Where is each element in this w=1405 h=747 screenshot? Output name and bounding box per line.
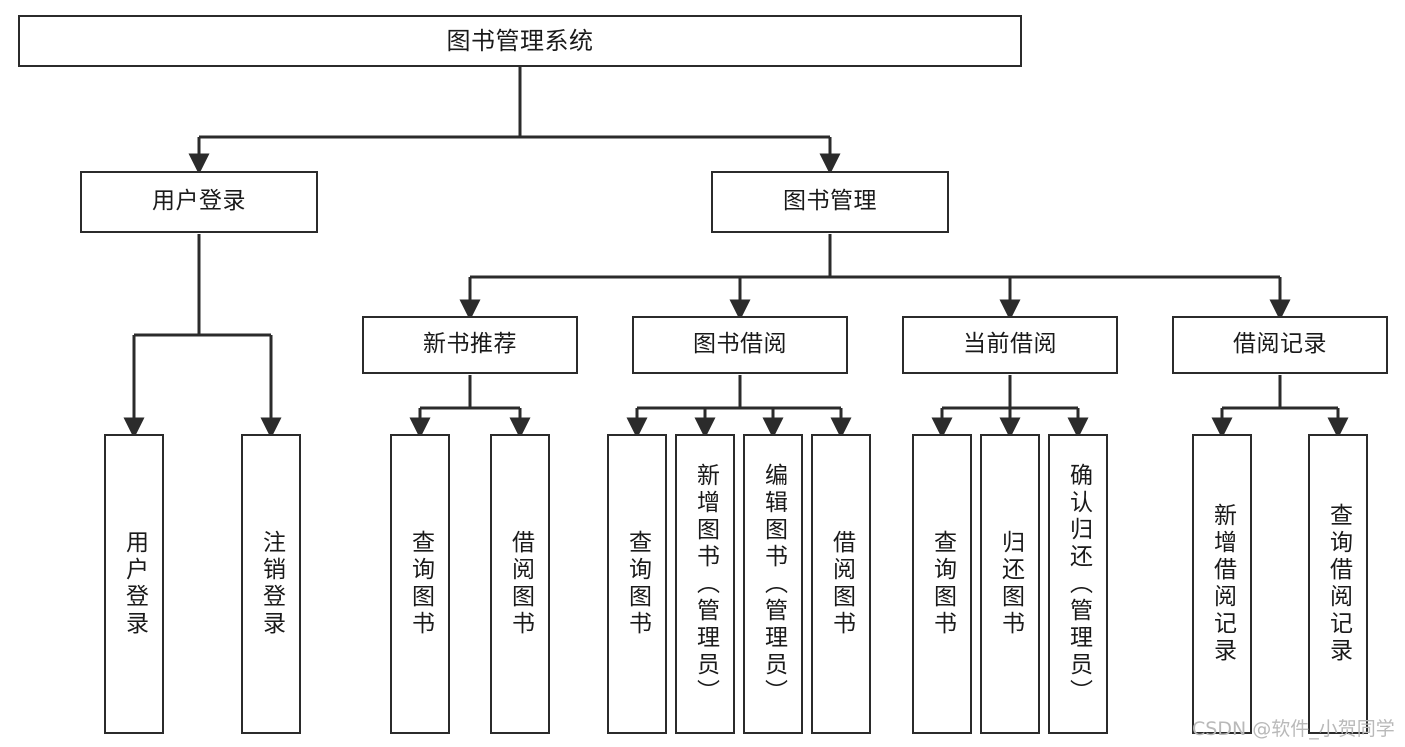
node-borrow-record[interactable]: 借阅记录 xyxy=(1172,316,1388,374)
leaf-query-book-current[interactable]: 查询图书 xyxy=(912,434,972,734)
leaf-confirm-return-admin[interactable]: 确认归还（管理员） xyxy=(1048,434,1108,734)
leaf-borrow-book-recommend[interactable]: 借阅图书 xyxy=(490,434,550,734)
node-label: 新书推荐 xyxy=(423,331,517,358)
node-label: 归还图书 xyxy=(997,530,1024,638)
node-label: 查询图书 xyxy=(929,530,956,638)
node-label: 借阅图书 xyxy=(507,530,534,638)
node-root-book-management-system[interactable]: 图书管理系统 xyxy=(18,15,1022,67)
node-label: 新增借阅记录 xyxy=(1209,503,1236,665)
node-label: 当前借阅 xyxy=(963,331,1057,358)
leaf-logout[interactable]: 注销登录 xyxy=(241,434,301,734)
node-label: 注销登录 xyxy=(258,530,285,638)
leaf-edit-book-admin[interactable]: 编辑图书（管理员） xyxy=(743,434,803,734)
node-label: 图书借阅 xyxy=(693,331,787,358)
node-current-borrow[interactable]: 当前借阅 xyxy=(902,316,1118,374)
node-label: 借阅记录 xyxy=(1233,331,1327,358)
node-label: 确认归还（管理员） xyxy=(1065,462,1092,706)
node-book-borrow[interactable]: 图书借阅 xyxy=(632,316,848,374)
leaf-query-book-borrow[interactable]: 查询图书 xyxy=(607,434,667,734)
leaf-user-login[interactable]: 用户登录 xyxy=(104,434,164,734)
node-label: 编辑图书（管理员） xyxy=(760,462,787,706)
node-label: 用户登录 xyxy=(121,530,148,638)
node-label: 新增图书（管理员） xyxy=(692,462,719,706)
csdn-watermark: CSDN @软件_小贺同学 xyxy=(1192,718,1395,740)
node-label: 图书管理 xyxy=(783,188,877,215)
node-label: 用户登录 xyxy=(152,188,246,215)
node-label: 查询图书 xyxy=(624,530,651,638)
leaf-return-book[interactable]: 归还图书 xyxy=(980,434,1040,734)
node-label: 借阅图书 xyxy=(828,530,855,638)
node-label: 查询借阅记录 xyxy=(1325,503,1352,665)
node-book-management[interactable]: 图书管理 xyxy=(711,171,949,233)
node-label: 图书管理系统 xyxy=(446,26,594,55)
leaf-add-book-admin[interactable]: 新增图书（管理员） xyxy=(675,434,735,734)
node-user-login[interactable]: 用户登录 xyxy=(80,171,318,233)
leaf-add-borrow-record[interactable]: 新增借阅记录 xyxy=(1192,434,1252,734)
node-label: 查询图书 xyxy=(407,530,434,638)
leaf-borrow-book[interactable]: 借阅图书 xyxy=(811,434,871,734)
node-new-book-recommend[interactable]: 新书推荐 xyxy=(362,316,578,374)
leaf-query-book-recommend[interactable]: 查询图书 xyxy=(390,434,450,734)
leaf-query-borrow-record[interactable]: 查询借阅记录 xyxy=(1308,434,1368,734)
